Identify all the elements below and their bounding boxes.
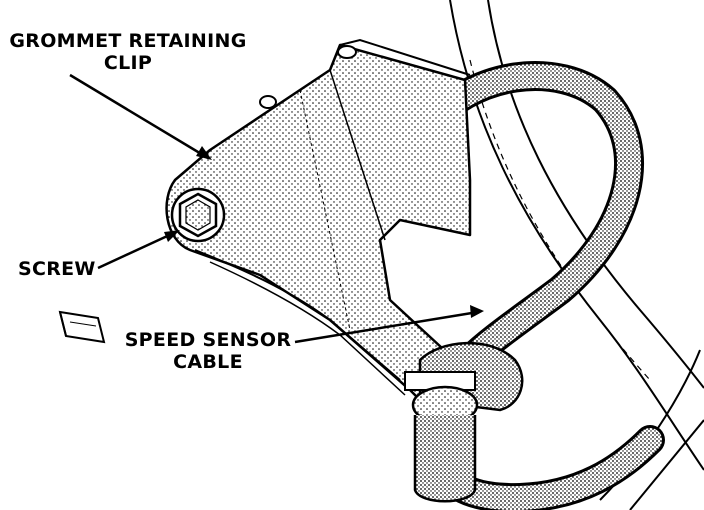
screw: [170, 187, 226, 243]
grommet-label-line1: GROMMET RETAINING: [9, 30, 247, 52]
grommet-leader: [69, 73, 209, 160]
grommet-retaining-clip-label: GROMMET RETAINING CLIP: [6, 30, 250, 74]
loose-clip-piece: [58, 310, 106, 344]
grommet-arrowhead: [196, 146, 212, 160]
speed-cable-arrowhead: [470, 305, 484, 318]
speed-label-line1: SPEED SENSOR: [124, 329, 292, 351]
screw-leader: [97, 230, 177, 270]
grommet-label-line2: CLIP: [103, 52, 153, 74]
speed-label-line2: CABLE: [173, 351, 243, 373]
screw-label: SCREW: [18, 258, 96, 280]
speed-sensor-grommet: [404, 341, 524, 503]
speed-cable-leader: [294, 310, 479, 344]
leader-lines: [69, 73, 484, 344]
speed-sensor-cable-label: SPEED SENSOR CABLE: [118, 329, 298, 373]
screw-arrowhead: [164, 230, 180, 242]
grommet-retaining-clip: [165, 38, 472, 412]
